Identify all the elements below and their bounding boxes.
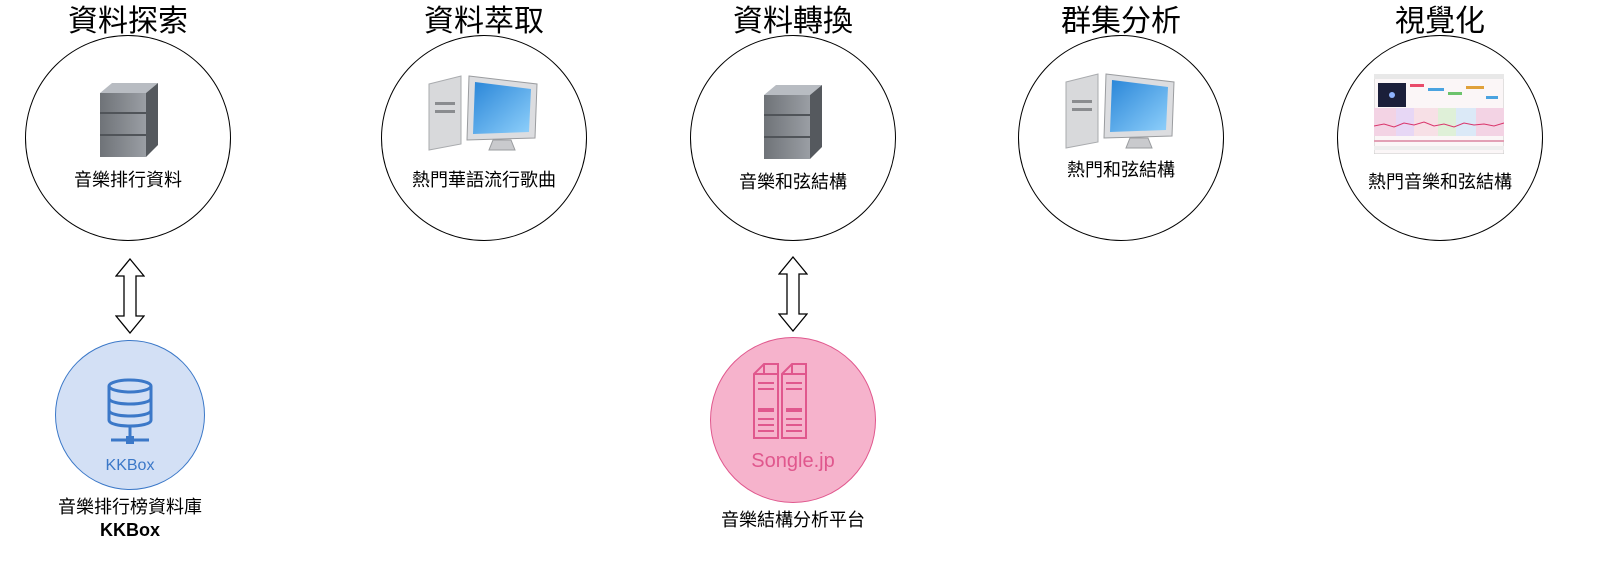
stage-node-label-extract: 熱門華語流行歌曲 [412,170,556,191]
stage-node-label-transform: 音樂和弦結構 [739,172,847,193]
server-rack-icon [753,363,807,439]
source-node-kkbox [55,340,205,490]
source-caption-songle: 音樂結構分析平台 [721,510,865,531]
stage-node-label-explore: 音樂排行資料 [74,170,182,191]
stage-title-visualize: 視覺化 [1395,4,1485,39]
stage-title-extract: 資料萃取 [424,4,544,39]
stage-node-label-visualize: 熱門音樂和弦結構 [1368,172,1512,193]
stage-node-transform [690,35,896,241]
source-name-songle: Songle.jp [751,450,835,472]
visualization-screenshot-icon [1374,74,1504,154]
database-icon [107,378,153,444]
source-caption-kkbox: 音樂排行榜資料庫 [58,497,202,518]
stage-node-label-cluster: 熱門和弦結構 [1067,160,1175,181]
bidirectional-arrow-icon [115,258,145,334]
source-caption-kkbox-name: KKBox [99,520,160,540]
source-name-kkbox: KKBox [105,457,155,474]
stage-title-explore: 資料探索 [68,4,188,39]
server-tower-icon [100,83,158,157]
stage-title-cluster: 群集分析 [1061,4,1181,39]
desktop-computer-icon [428,75,538,151]
bidirectional-arrow-icon [778,256,808,332]
stage-title-transform: 資料轉換 [733,4,853,39]
server-tower-icon [764,85,822,159]
desktop-computer-icon [1065,73,1175,149]
